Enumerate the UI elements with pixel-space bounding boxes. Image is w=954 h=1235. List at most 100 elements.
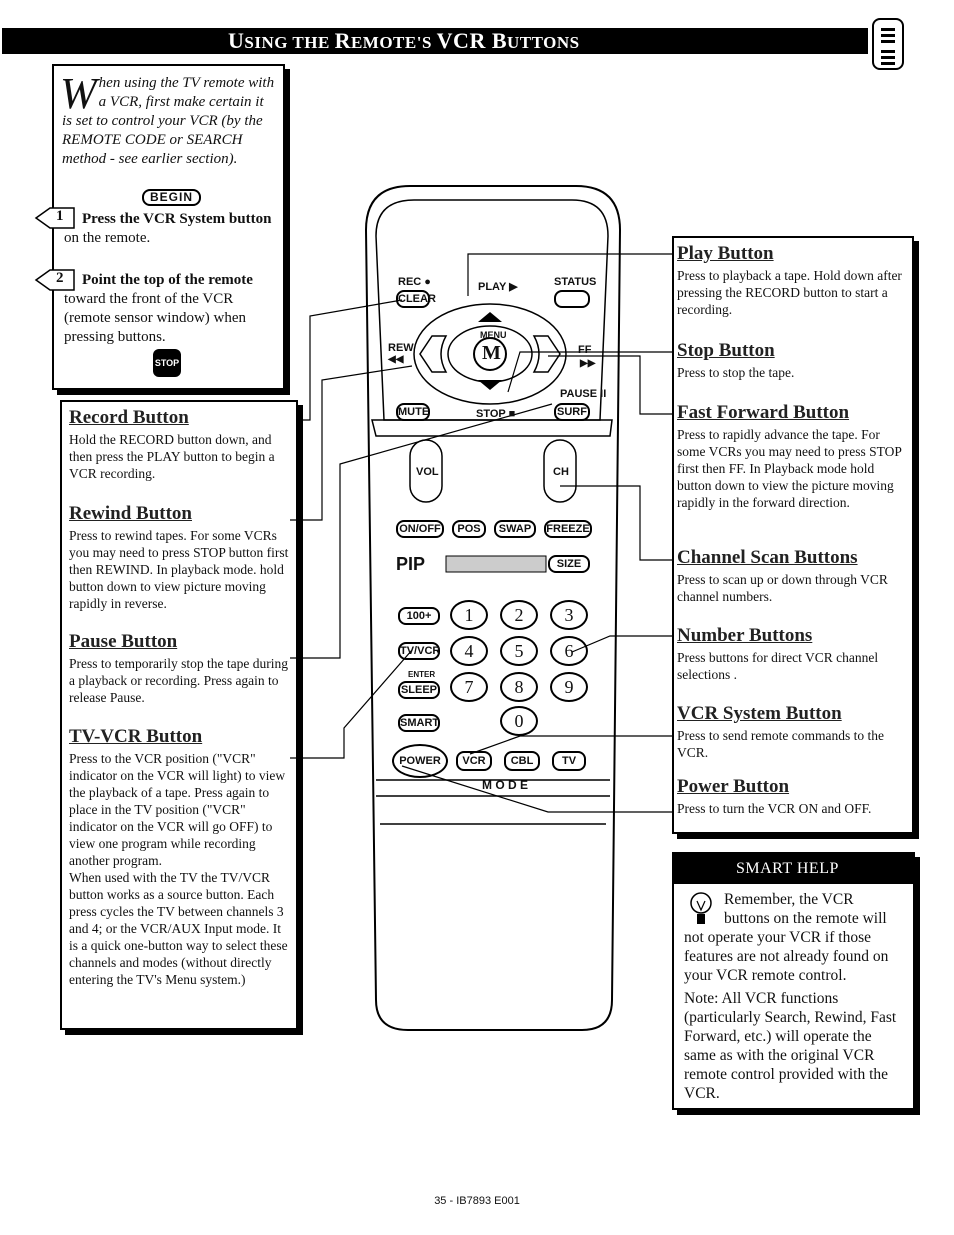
stop-desc: Press to stop the tape. [677,365,795,380]
number-0-button[interactable]: 0 [500,706,538,736]
number-3-button[interactable]: 3 [550,600,588,630]
smart-button[interactable]: SMART [398,714,440,732]
pause-section: Pause Button Press to temporarily stop t… [69,631,291,706]
rew-symbol: ◀◀ [388,354,404,365]
pause-desc: Press to temporarily stop the tape durin… [69,656,288,705]
play-section: Play Button Press to playback a tape. Ho… [677,243,907,318]
stop-section: Stop Button Press to stop the tape. [677,340,907,381]
step-1-rest: on the remote. [64,230,151,246]
power-button[interactable]: POWER [392,744,448,778]
title-part: B [491,28,508,53]
sleep-button[interactable]: SLEEP [398,681,440,699]
channel-title: Channel Scan Buttons [677,547,858,568]
record-desc: Hold the RECORD button down, and then pr… [69,432,275,481]
m-button[interactable]: M [482,342,501,364]
power-title: Power Button [677,776,790,797]
step-2-text: Point the top of the remote toward the f… [64,271,274,347]
enter-label: ENTER [408,670,436,679]
surf-button[interactable]: SURF [554,403,590,421]
page-footer: 35 - IB7893 E001 [434,1195,520,1207]
lightbulb-icon [690,892,712,924]
right-info-box [672,236,914,834]
rew-label: REW [388,342,414,354]
status-button[interactable] [554,290,590,308]
smart-help-p2: Note: All VCR functions (particularly Se… [684,990,897,1102]
mute-button[interactable]: MUTE [396,403,430,421]
tvvcr-desc: Press to the VCR position ("VCR" indicat… [69,751,288,987]
title-part: EMOTE'S [350,33,437,52]
pip-logo: PIP [396,554,426,574]
number-4-button[interactable]: 4 [450,636,488,666]
status-label: STATUS [554,276,597,288]
title-part: R [334,28,351,53]
remote-icon [872,18,904,70]
number-8-button[interactable]: 8 [500,672,538,702]
pip-pos-button[interactable]: POS [452,520,486,538]
number-desc: Press buttons for direct VCR channel sel… [677,650,879,682]
power-section: Power Button Press to turn the VCR ON an… [677,776,907,817]
vcr-system-desc: Press to send remote commands to the VCR… [677,728,884,760]
record-section: Record Button Hold the RECORD button dow… [69,407,291,482]
ff-section: Fast Forward Button Press to rapidly adv… [677,402,907,511]
step-1-text: Press the VCR System button on the remot… [64,210,274,248]
pause-title: Pause Button [69,631,178,652]
step-2-bold: Point the top of the remote [82,272,253,288]
smart-help-box: SMART HELP Remember, the VCR buttons on … [672,852,915,1110]
pip-onoff-button[interactable]: ON/OFF [396,520,444,538]
play-title: Play Button [677,243,774,264]
ff-desc: Press to rapidly advance the tape. For s… [677,427,902,510]
tvvcr-section: TV-VCR Button Press to the VCR position … [69,726,291,988]
title-part: U [228,28,245,53]
ch-label: CH [553,466,569,478]
step-1-bold: Press the VCR System button [82,211,272,227]
stop-title: Stop Button [677,340,775,361]
vol-label: VOL [416,466,439,478]
rewind-desc: Press to rewind tapes. For some VCRs you… [69,528,289,611]
hundred-button[interactable]: 100+ [398,607,440,625]
vcr-system-section: VCR System Button Press to send remote c… [677,703,907,761]
begin-badge: BEGIN [142,189,202,206]
title-part: SING THE [244,33,335,52]
vcr-mode-button[interactable]: VCR [456,751,492,771]
rewind-title: Rewind Button [69,503,192,524]
rec-label: REC ● [398,276,431,288]
stop-label: STOP ■ [476,408,516,420]
tvvcr-title: TV-VCR Button [69,726,203,747]
clear-button[interactable]: CLEAR [396,290,436,308]
mode-label: M O D E [482,778,529,792]
pip-freeze-button[interactable]: FREEZE [544,520,592,538]
intro-paragraph: hen using the TV remote with a VCR, firs… [62,75,275,167]
channel-desc: Press to scan up or down through VCR cha… [677,572,888,604]
number-9-button[interactable]: 9 [550,672,588,702]
number-section: Number Buttons Press buttons for direct … [677,625,907,683]
record-title: Record Button [69,407,189,428]
channel-section: Channel Scan Buttons Press to scan up or… [677,547,907,605]
ff-label: FF [578,344,592,356]
number-6-button[interactable]: 6 [550,636,588,666]
page-title: USING THE REMOTE'S VCR BUTTONS [2,28,868,54]
title-part: UTTONS [507,33,580,52]
number-2-button[interactable]: 2 [500,600,538,630]
cbl-mode-button[interactable]: CBL [504,751,540,771]
step-1-number: 1 [56,208,64,224]
pip-swap-button[interactable]: SWAP [494,520,536,538]
tv-mode-button[interactable]: TV [552,751,586,771]
step-2-rest: toward the front of the VCR (remote sens… [64,291,247,345]
play-label: PLAY ▶ [478,281,518,293]
ff-symbol: ▶▶ [580,358,596,369]
number-5-button[interactable]: 5 [500,636,538,666]
drop-cap: W [60,69,97,118]
vcr-system-title: VCR System Button [677,703,842,724]
smart-help-header: SMART HELP [674,854,913,884]
title-part: VCR [436,28,492,53]
number-1-button[interactable]: 1 [450,600,488,630]
number-7-button[interactable]: 7 [450,672,488,702]
number-title: Number Buttons [677,625,813,646]
rewind-section: Rewind Button Press to rewind tapes. For… [69,503,291,612]
play-desc: Press to playback a tape. Hold down afte… [677,268,902,317]
tvvcr-button[interactable]: TV/VCR [398,642,440,660]
pip-size-button[interactable]: SIZE [548,555,590,573]
left-info-box [60,400,298,1030]
